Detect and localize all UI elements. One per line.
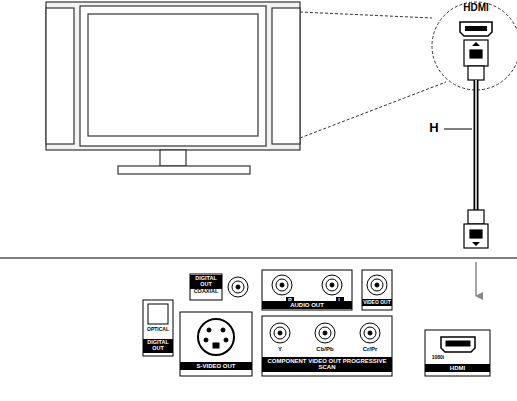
television <box>46 2 300 174</box>
hdmi-plug-bottom <box>464 210 488 248</box>
port-label: COAXIAL <box>190 289 222 295</box>
hdmi-port-tv <box>460 22 492 36</box>
port-label: Y <box>272 346 288 352</box>
port-label: VIDEO OUT <box>362 299 392 306</box>
port-label: Cb/Pb <box>310 346 340 352</box>
hdmi-plug-top <box>464 40 488 80</box>
connect-arrow <box>475 262 477 296</box>
hdmi-cable <box>444 80 476 212</box>
port-label: DIGITAL OUT <box>143 339 173 353</box>
port-label: 1080i <box>427 355 449 360</box>
port-label: DIGITAL OUT <box>190 275 222 289</box>
port-label: S-VIDEO OUT <box>180 362 252 370</box>
port-label: OPTICAL <box>143 327 173 332</box>
divider-line <box>0 258 517 259</box>
back-panel <box>143 270 490 376</box>
port-label: AUDIO OUT <box>262 301 352 309</box>
callout-letter: H <box>426 121 442 135</box>
port-label: Cr/Pr <box>355 346 385 352</box>
port-label: COMPONENT VIDEO OUT PROGRESSIVE SCAN <box>262 357 392 372</box>
port-label: HDMI <box>425 364 490 372</box>
hdmi-callout <box>300 2 517 138</box>
callout-heading: HDMI <box>452 3 500 14</box>
